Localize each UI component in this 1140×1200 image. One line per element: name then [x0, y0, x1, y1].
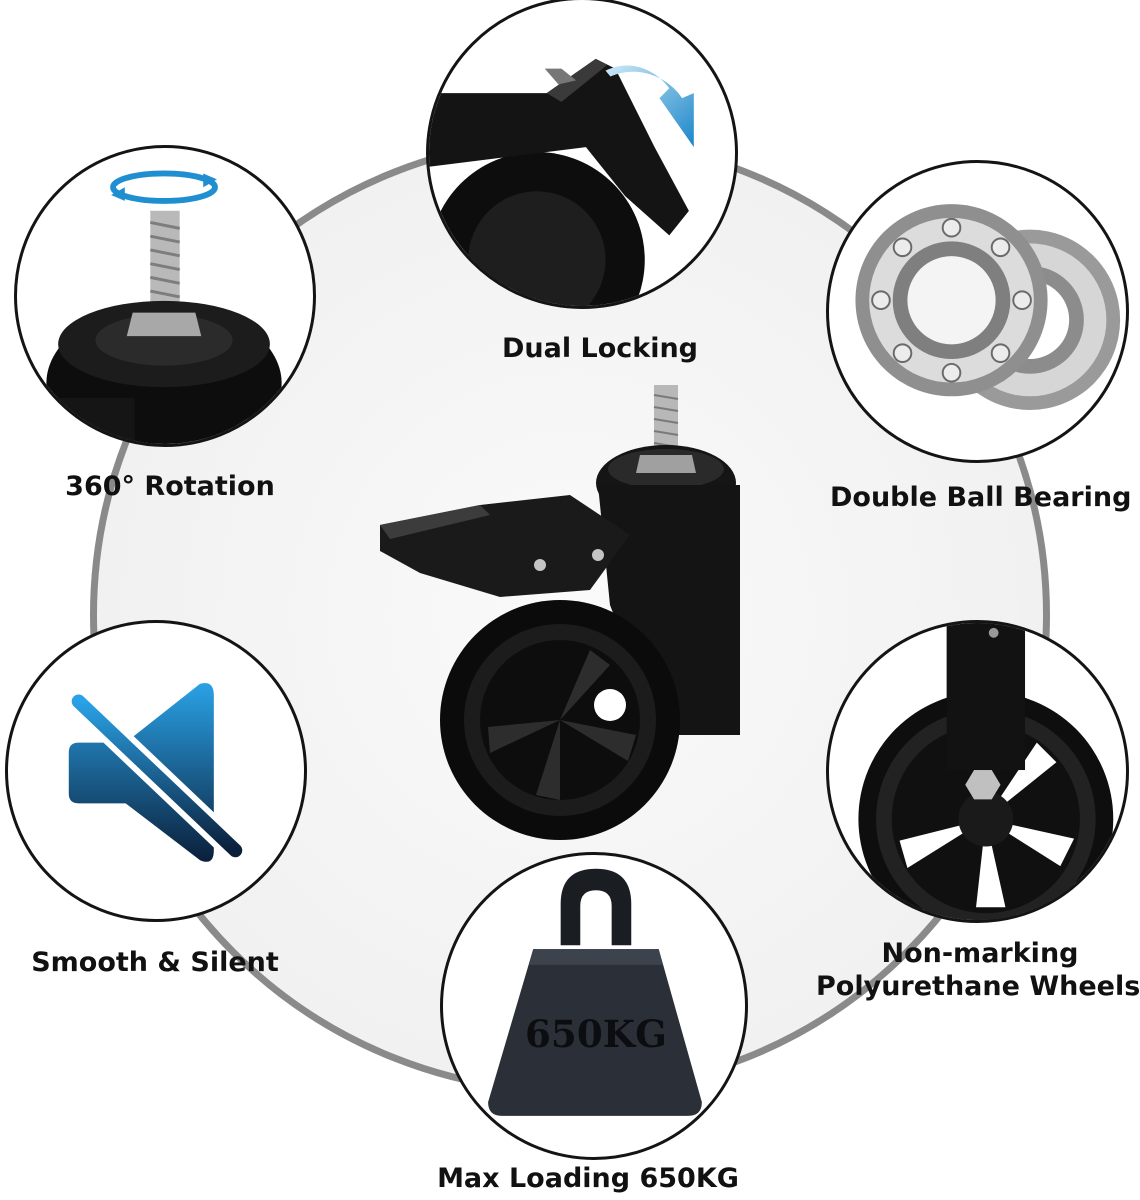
brake-lever: [380, 495, 630, 597]
wheels-label-line2: Polyurethane Wheels: [816, 971, 1140, 1002]
wheel-closeup-image: [858, 623, 1114, 920]
double-bearing-label: Double Ball Bearing: [830, 482, 1132, 513]
ball-bearing-image: [855, 204, 1121, 411]
rotation-bubble: [14, 145, 316, 447]
rotation-label: 360° Rotation: [65, 471, 275, 502]
wheels-label-line1: Non-marking: [881, 938, 1079, 969]
brake-pedal-image: [429, 58, 694, 306]
wheels-bubble: [826, 620, 1129, 923]
weight-value-text: 650KG: [525, 1012, 667, 1056]
silent-label: Smooth & Silent: [31, 947, 279, 978]
silent-bubble: [5, 620, 307, 922]
caster-wheel-image: [360, 375, 760, 845]
dual-locking-bubble: [426, 0, 738, 309]
double-bearing-bubble: [826, 160, 1129, 463]
speaker-muted-icon: [65, 682, 249, 864]
max-loading-bubble: 650KG: [440, 852, 748, 1160]
max-loading-label: Max Loading 650KG: [437, 1163, 739, 1194]
curved-arrow-down-icon: [605, 65, 694, 148]
dual-locking-label: Dual Locking: [501, 333, 699, 364]
caster-fork: [598, 485, 740, 735]
swivel-stem-image: [17, 170, 282, 444]
rotation-arrows-icon: [110, 170, 218, 204]
kettlebell-weight-icon: 650KG: [488, 868, 702, 1116]
